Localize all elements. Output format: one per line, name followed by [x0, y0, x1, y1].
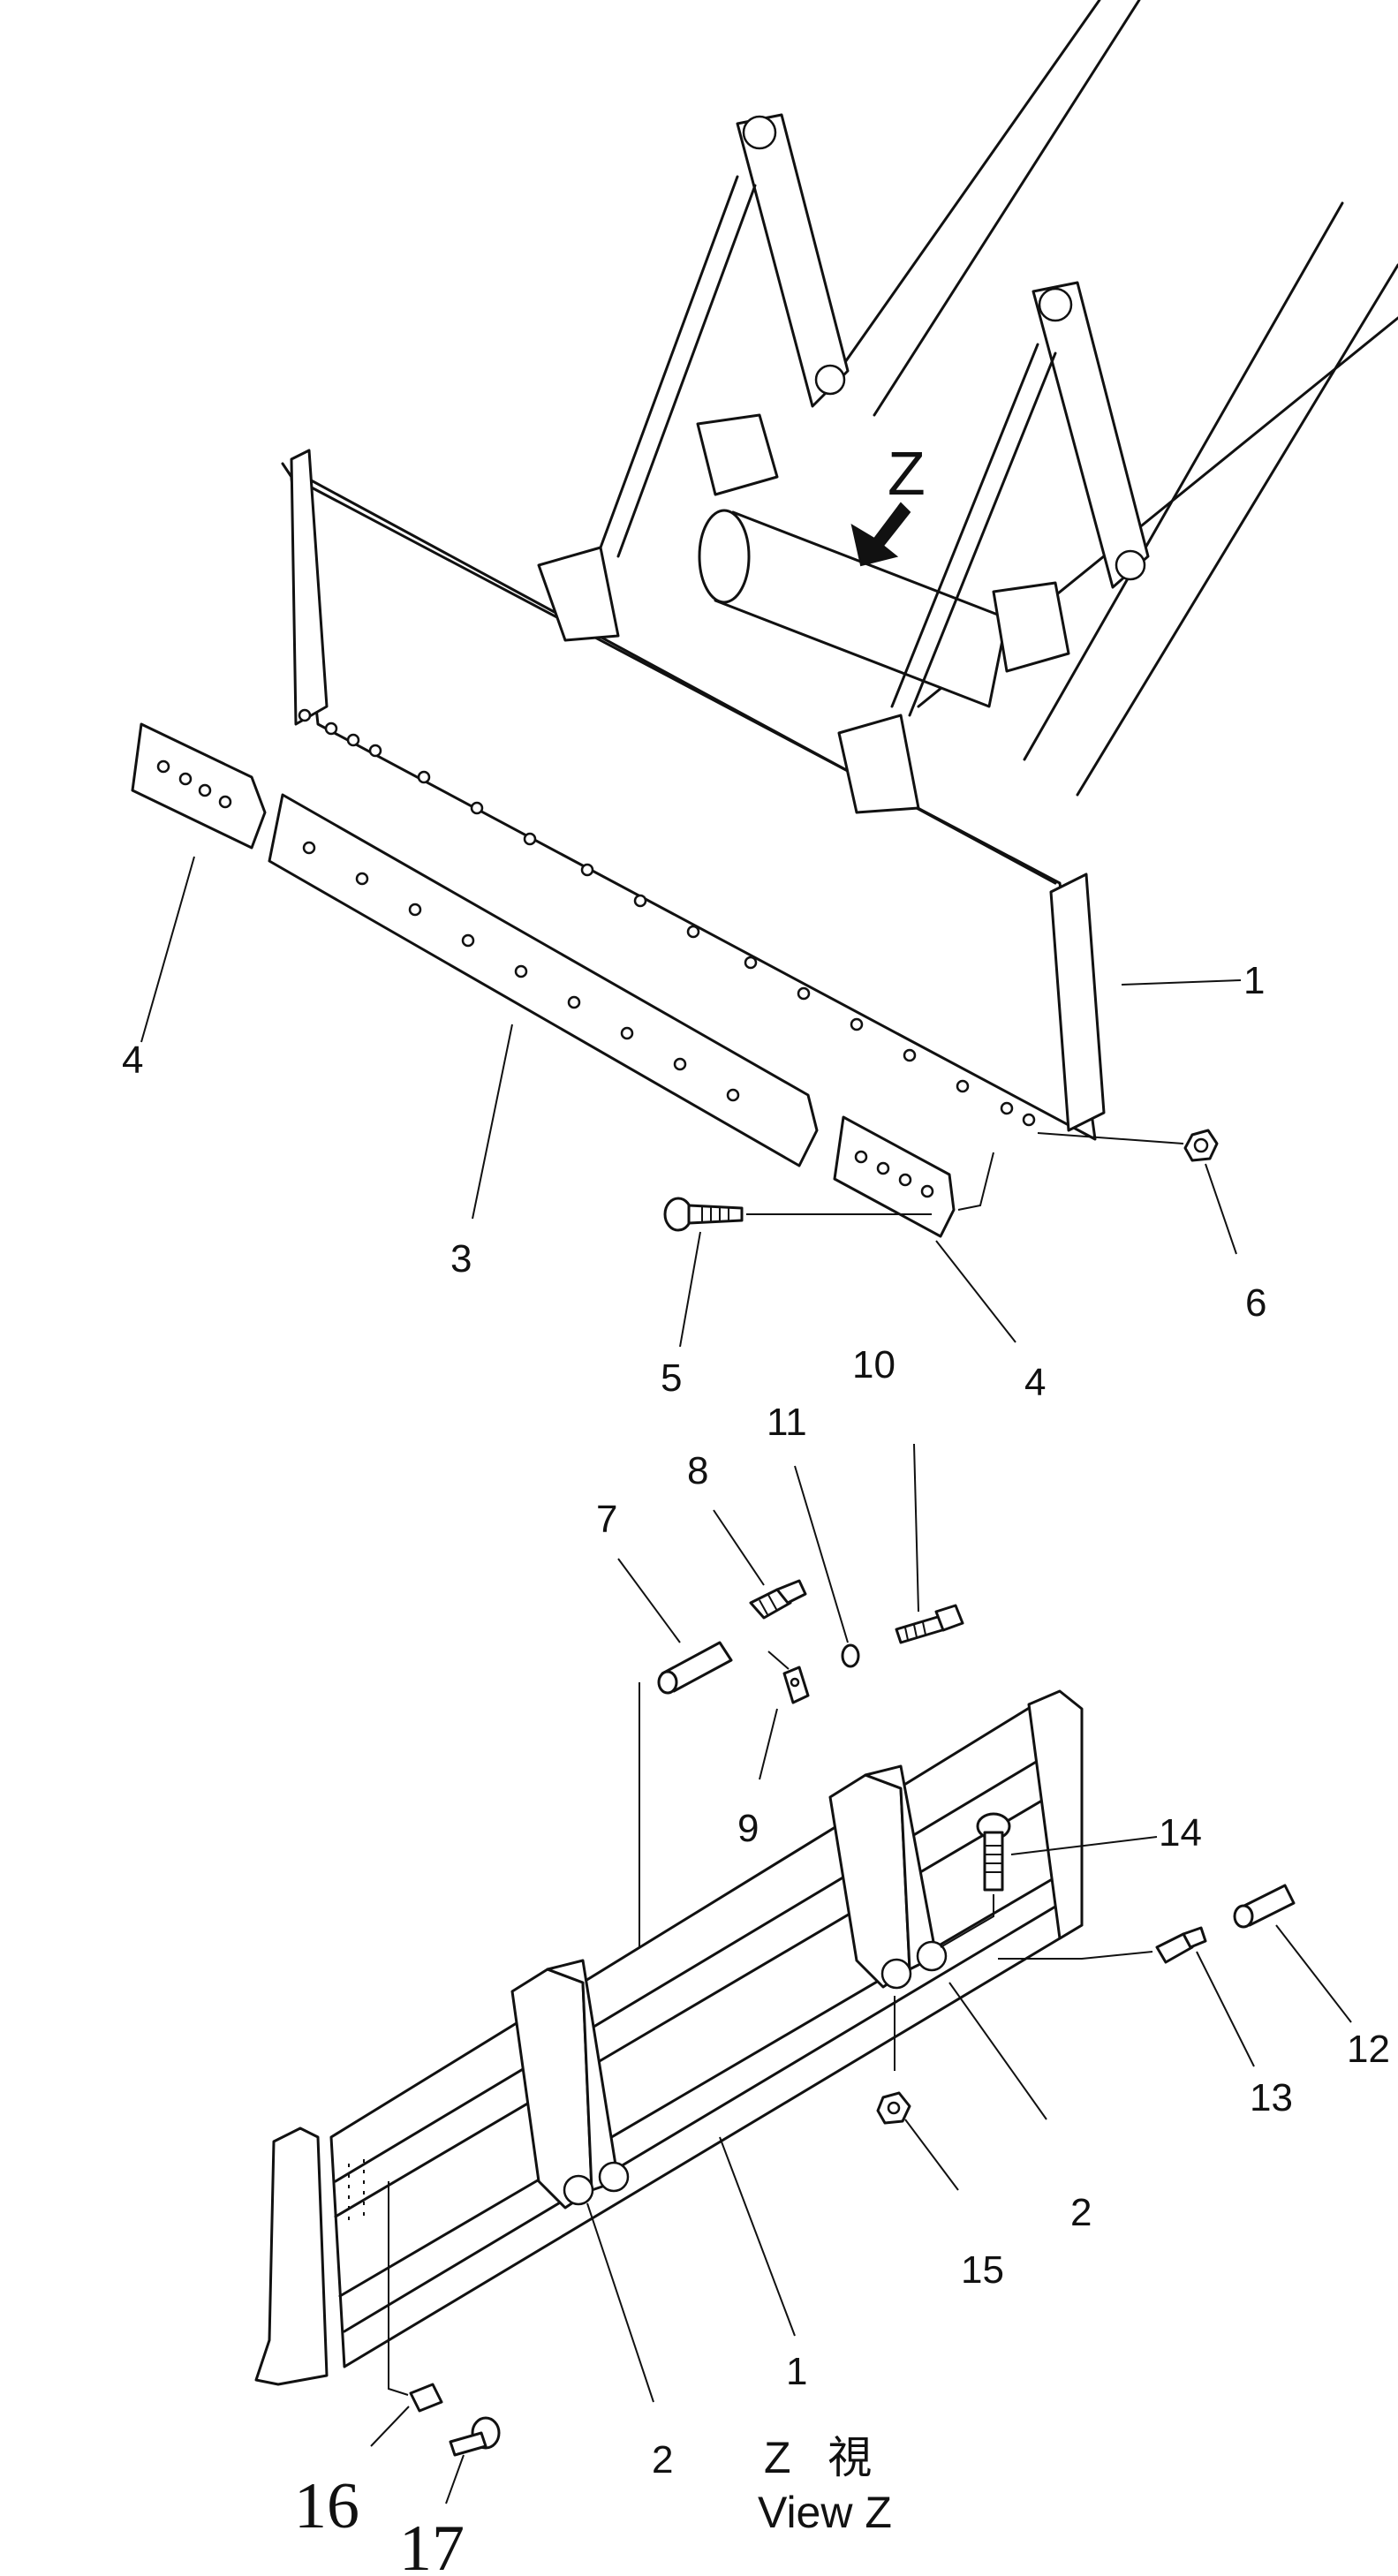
callout-pin-right: 12 [1347, 2028, 1390, 2071]
callout-bolt-bracket: 14 [1159, 1811, 1202, 1855]
bolt-17 [449, 2416, 501, 2457]
nut-6 [957, 1129, 1219, 1211]
callout-shim: 16 [294, 2470, 359, 2542]
bolt-10 [895, 1604, 964, 1644]
callout-bolt: 5 [661, 1356, 682, 1400]
callout-blade-bottom: 1 [786, 2350, 807, 2393]
bolt-14 [940, 1812, 1011, 1948]
callout-pin: 7 [596, 1498, 617, 1541]
blade-top [281, 449, 1106, 1141]
bottom-leaders [370, 1836, 1352, 2504]
callout-nut-top: 6 [1245, 1281, 1266, 1325]
callout-grease-fitting-right: 13 [1250, 2076, 1293, 2119]
callout-cutting-edge: 3 [450, 1237, 472, 1280]
callout-nut-bracket: 15 [961, 2248, 1004, 2292]
callout-bracket-left: 2 [652, 2438, 673, 2482]
lift-arms [599, 0, 1398, 797]
callout-end-bit-right: 4 [1024, 1361, 1046, 1404]
bolt-5 [663, 1197, 932, 1232]
end-bit-left [131, 722, 267, 850]
blade-bottom [254, 1689, 1084, 2386]
callout-end-bit-left: 4 [122, 1039, 143, 1082]
arrow-label: Z [888, 439, 926, 508]
cutting-edge [268, 793, 819, 1167]
view-caption-kanji: Z 視 [764, 2433, 872, 2482]
washer-11 [841, 1643, 860, 1668]
plate-9 [767, 1651, 810, 1704]
callout-blade-top: 1 [1243, 959, 1265, 1002]
grease-fitting-13 [998, 1926, 1207, 1964]
top-leaders [140, 856, 1242, 1348]
grease-fitting-8 [749, 1579, 807, 1620]
view-caption-english: View Z [758, 2488, 892, 2537]
callout-bolt-edge: 17 [399, 2512, 465, 2576]
nut-15 [876, 1996, 911, 2125]
callout-bolt-small: 10 [852, 1343, 895, 1386]
view-z-arrow: Z [850, 439, 926, 567]
callout-washer: 11 [767, 1401, 807, 1444]
callout-bracket-right: 2 [1070, 2191, 1092, 2234]
callout-grease-fitting-top: 8 [687, 1449, 708, 1492]
shim-16 [388, 2181, 443, 2413]
pin-12 [1233, 1884, 1296, 1929]
end-bit-right [833, 1115, 956, 1238]
view-caption: Z 視 View Z [758, 2433, 892, 2537]
callout-plate: 9 [737, 1807, 759, 1850]
mid-leaders [617, 1443, 919, 1780]
callout-labels: 1 3 4 4 5 6 7 8 9 10 11 12 13 14 15 2 1 … [122, 959, 1390, 2576]
